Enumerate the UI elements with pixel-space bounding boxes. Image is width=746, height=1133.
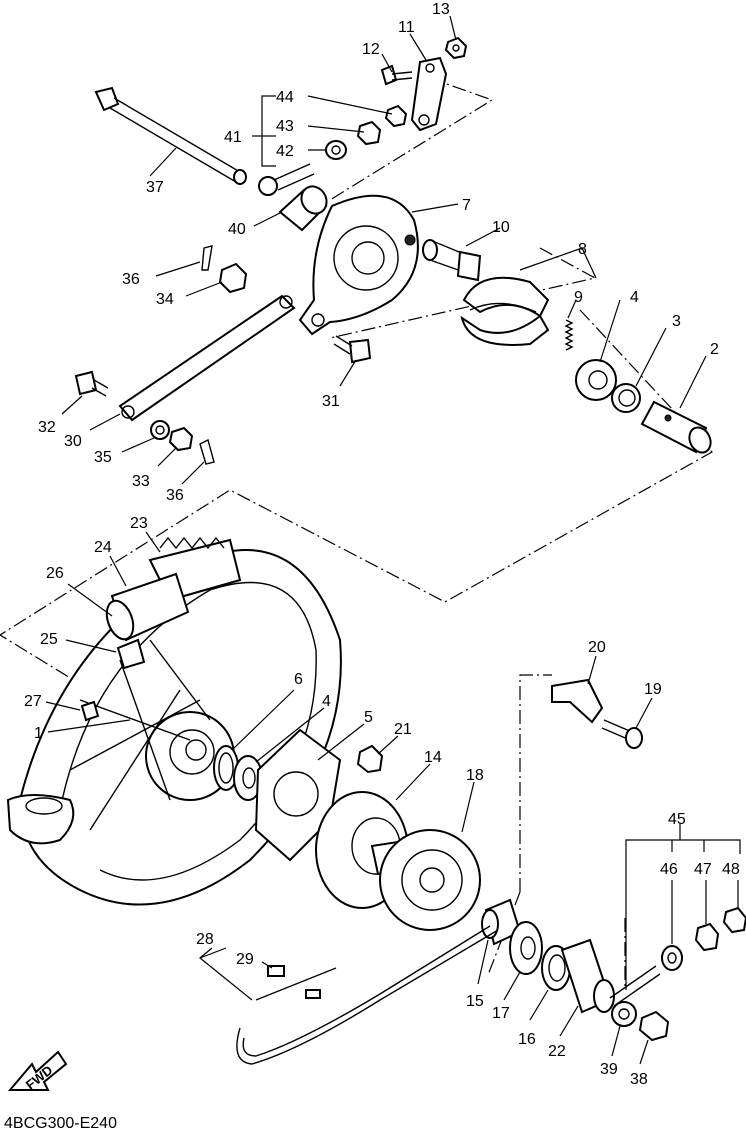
wheel-spokes (69, 639, 211, 831)
callout-13: 13 (432, 1, 450, 18)
callout-35: 35 (94, 449, 112, 466)
bearing-17 (509, 921, 543, 975)
callout-28: 28 (196, 931, 214, 948)
bolt-32 (74, 370, 109, 397)
cap-48 (722, 906, 746, 934)
hub-spacer-24 (105, 572, 190, 642)
callout-8: 8 (578, 241, 587, 258)
bearing-upper (575, 359, 617, 401)
fwd-arrow: FWD (7, 1050, 68, 1092)
nut-34 (218, 262, 248, 294)
wheel-hub (145, 711, 235, 801)
cotter-pin-upper (201, 245, 213, 271)
washer-42 (325, 140, 347, 160)
rear-axle (94, 86, 247, 185)
nut-43 (356, 120, 382, 146)
callout-labels: 13 11 12 44 43 41 42 37 7 40 10 8 36 9 4… (24, 1, 740, 1088)
tension-bar (118, 294, 296, 422)
nut-47 (694, 922, 720, 952)
callout-37: 37 (146, 179, 164, 196)
callout-31: 31 (322, 393, 340, 410)
callout-43: 43 (276, 118, 294, 135)
callout-4-lower: 4 (322, 693, 331, 710)
callout-15: 15 (466, 993, 484, 1010)
callout-19: 19 (644, 681, 662, 698)
callout-20: 20 (588, 639, 606, 656)
nut-38 (638, 1010, 670, 1042)
callout-33: 33 (132, 473, 150, 490)
callout-6: 6 (294, 671, 303, 688)
callout-41: 41 (224, 129, 242, 146)
callout-38: 38 (630, 1071, 648, 1088)
chain-guide-bracket (551, 678, 604, 724)
bolt-19 (601, 719, 643, 749)
collar (278, 185, 328, 232)
cotter-pin-lower (199, 438, 215, 465)
collar-22 (560, 938, 615, 1014)
callout-44: 44 (276, 89, 294, 106)
washer-46 (661, 945, 683, 971)
callout-45: 45 (668, 811, 686, 828)
callout-3: 3 (672, 313, 681, 330)
nut-21 (356, 744, 384, 774)
callout-26: 26 (46, 565, 64, 582)
washer-35 (150, 420, 170, 440)
adjust-bolt (258, 163, 315, 196)
callout-11: 11 (398, 19, 415, 36)
callout-7: 7 (462, 197, 471, 214)
callout-12: 12 (362, 41, 380, 58)
chain-joint-29 (267, 965, 321, 999)
callout-48: 48 (722, 861, 740, 878)
washer-39 (611, 1001, 637, 1027)
bolt-31 (333, 335, 372, 364)
brake-camshaft (422, 239, 482, 282)
callout-39: 39 (600, 1061, 618, 1078)
callout-25: 25 (40, 631, 58, 648)
callout-27: 27 (24, 693, 42, 710)
lever-nut (444, 36, 468, 60)
diagram-code: 4BCG300-E240 (4, 1115, 117, 1132)
callout-30: 30 (64, 433, 82, 450)
callout-46: 46 (660, 861, 678, 878)
callout-16: 16 (518, 1031, 536, 1048)
callout-22: 22 (548, 1043, 566, 1060)
drive-chain (236, 925, 499, 1065)
valve-27 (80, 700, 100, 722)
assembly-reference-lines (0, 77, 713, 990)
callout-17: 17 (492, 1005, 510, 1022)
callout-5: 5 (364, 709, 373, 726)
callout-47: 47 (694, 861, 712, 878)
callout-24: 24 (94, 539, 112, 556)
callout-36-lower: 36 (166, 487, 184, 504)
callout-34: 34 (156, 291, 174, 308)
oil-seal (611, 383, 641, 413)
callout-10: 10 (492, 219, 510, 236)
bolt-46-group (609, 965, 661, 1007)
callout-29: 29 (236, 951, 254, 968)
callout-4-upper: 4 (630, 289, 639, 306)
brake-shoes (460, 276, 550, 346)
hub-collar (640, 400, 712, 454)
callout-32: 32 (38, 419, 56, 436)
nut-33 (168, 426, 194, 452)
shoe-spring (564, 319, 574, 351)
callout-14: 14 (424, 749, 442, 766)
callout-2: 2 (710, 341, 719, 358)
callout-23: 23 (130, 515, 148, 532)
callout-18: 18 (466, 767, 484, 784)
callout-42: 42 (276, 143, 294, 160)
rear-sprocket (379, 829, 481, 931)
callout-40: 40 (228, 221, 246, 238)
callout-1: 1 (34, 725, 43, 742)
brake-shoe-plate (298, 194, 419, 336)
lever-bolt (380, 64, 413, 86)
callout-9: 9 (574, 289, 583, 306)
camshaft-lever (410, 56, 448, 132)
spacer-25 (116, 638, 146, 670)
callout-21: 21 (394, 721, 412, 738)
nut-44 (384, 104, 408, 128)
callout-36-upper: 36 (122, 271, 140, 288)
leader-lines (45, 15, 741, 1065)
